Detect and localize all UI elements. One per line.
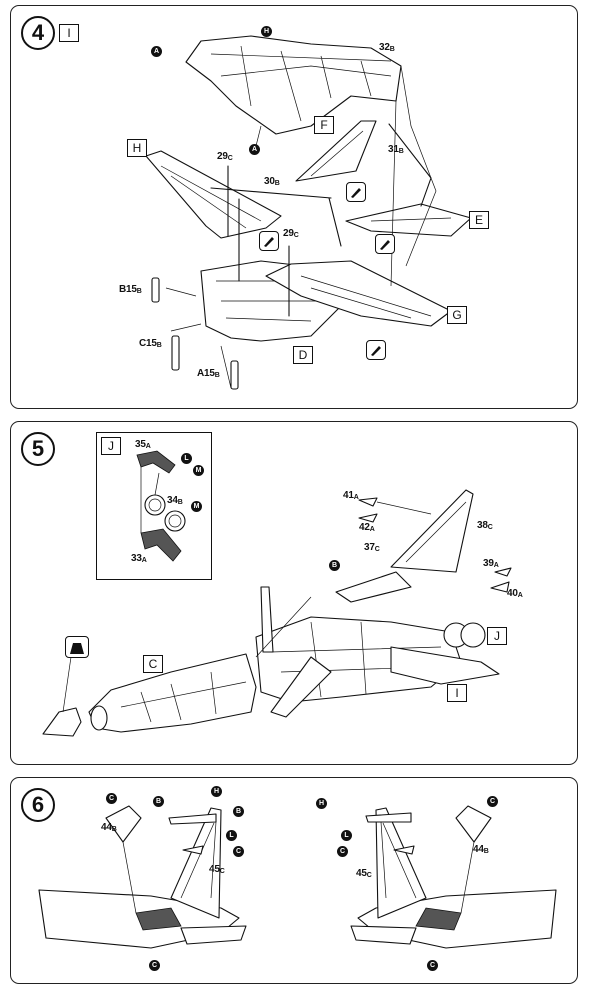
- part-44b: 44B: [473, 844, 489, 855]
- step-4-panel: 4 I A H A 32B: [10, 5, 578, 409]
- marker-l: L: [341, 830, 352, 841]
- part-15b-b: B15B: [119, 284, 142, 295]
- part-35a: 35A: [135, 439, 151, 450]
- part-30b: 30B: [264, 176, 280, 187]
- marker-b: B: [153, 796, 164, 807]
- part-40a: 40A: [507, 588, 523, 599]
- weight-icon: [65, 636, 89, 658]
- subassembly-i: I: [447, 684, 467, 702]
- part-32b: 32B: [379, 42, 395, 53]
- step-6-panel: 6 C B H B 44B L C 45C C H C L C 45C 44B …: [10, 777, 578, 984]
- marker-h: H: [211, 786, 222, 797]
- step-5-drawing: [42, 489, 512, 737]
- subassembly-d: D: [293, 346, 313, 364]
- step-number: 5: [21, 432, 55, 466]
- marker-c: C: [487, 796, 498, 807]
- part-29c: 29C: [283, 228, 299, 239]
- subassembly-g: G: [447, 306, 467, 324]
- marker-m: M: [191, 501, 202, 512]
- subassembly-e: E: [469, 211, 489, 229]
- part-34b: 34B: [167, 495, 183, 506]
- part-33a: 33A: [131, 553, 147, 564]
- subassembly-f: F: [314, 116, 334, 134]
- part-29c: 29C: [217, 151, 233, 162]
- marker-c: C: [106, 793, 117, 804]
- marker-l: L: [181, 453, 192, 464]
- part-15b-c: C15B: [139, 338, 162, 349]
- step-6-drawing: [38, 805, 557, 949]
- marker-m: M: [193, 465, 204, 476]
- marker-a: A: [249, 144, 260, 155]
- marker-c: C: [149, 960, 160, 971]
- step-number: 4: [21, 16, 55, 50]
- marker-b: B: [329, 560, 340, 571]
- part-41a: 41A: [343, 490, 359, 501]
- marker-b: B: [233, 806, 244, 817]
- glue-icon: [375, 234, 395, 254]
- part-37c: 37C: [364, 542, 380, 553]
- part-45c: 45C: [356, 868, 372, 879]
- glue-icon: [346, 182, 366, 202]
- glue-icon: [366, 340, 386, 360]
- marker-a: A: [151, 46, 162, 57]
- part-39a: 39A: [483, 558, 499, 569]
- part-45c: 45C: [209, 864, 225, 875]
- part-31b: 31B: [388, 144, 404, 155]
- detail-j-inset: J 35A L M 34B M 33A: [96, 432, 212, 580]
- marker-h: H: [261, 26, 272, 37]
- marker-c: C: [233, 846, 244, 857]
- subassembly-c: C: [143, 655, 163, 673]
- part-42a: 42A: [359, 522, 375, 533]
- marker-h: H: [316, 798, 327, 809]
- part-38c: 38C: [477, 520, 493, 531]
- marker-l: L: [226, 830, 237, 841]
- assembly-tag: I: [59, 24, 79, 42]
- marker-c: C: [337, 846, 348, 857]
- glue-icon: [259, 231, 279, 251]
- step-number: 6: [21, 788, 55, 822]
- part-15b-a: A15B: [197, 368, 220, 379]
- subassembly-j: J: [487, 627, 507, 645]
- part-44b: 44B: [101, 822, 117, 833]
- detail-tag: J: [101, 437, 121, 455]
- step-5-panel: 5 J 35A L M 34B M 33A: [10, 421, 578, 765]
- marker-c: C: [427, 960, 438, 971]
- step-4-drawing: [145, 35, 472, 390]
- subassembly-h: H: [127, 139, 147, 157]
